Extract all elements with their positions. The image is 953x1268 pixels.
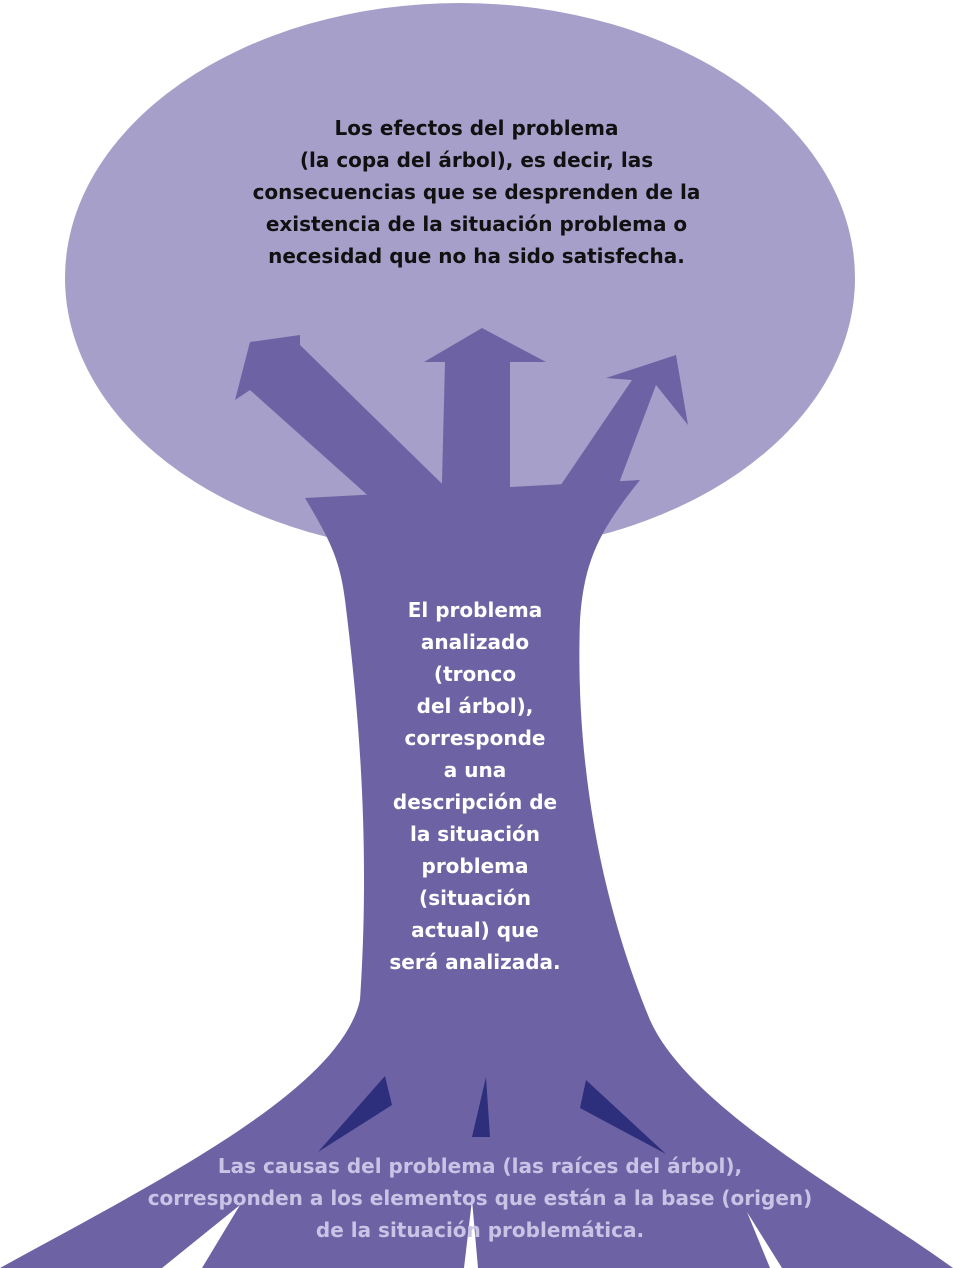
trunk-line: (tronco [433, 662, 517, 686]
root-gap-middle [464, 1200, 478, 1268]
trunk-line: del árbol), [416, 694, 534, 718]
trunk-line: la situación [409, 822, 541, 846]
trunk-line: será analizada. [389, 950, 561, 974]
trunk-line: corresponde [404, 726, 546, 750]
trunk-line: El problema [407, 598, 543, 622]
trunk-line: analizado [420, 630, 530, 654]
root-gap-right [747, 1212, 782, 1268]
roots-line: corresponden a los elementos que están a… [147, 1186, 813, 1210]
root-spike-right [580, 1080, 666, 1154]
crown-label: Los efectos del problema (la copa del ár… [190, 112, 763, 272]
roots-label: Las causas del problema (las raíces del … [95, 1150, 865, 1246]
trunk-line: a una [443, 758, 507, 782]
roots-line: de la situación problemática. [315, 1218, 645, 1242]
crown-line: necesidad que no ha sido satisfecha. [268, 244, 685, 268]
trunk-line: problema [421, 854, 529, 878]
tree-trunk [0, 480, 953, 1268]
roots-line: Las causas del problema (las raíces del … [217, 1154, 743, 1178]
tree-crown [65, 3, 855, 553]
crown-line: Los efectos del problema [334, 116, 619, 140]
root-spike-left [318, 1076, 392, 1152]
crown-line: consecuencias que se desprenden de la [252, 180, 701, 204]
trunk-line: descripción de [392, 790, 558, 814]
root-spike-middle [472, 1077, 490, 1137]
root-gap-left [162, 1205, 240, 1268]
crown-line: (la copa del árbol), es decir, las [299, 148, 654, 172]
arrow-middle [424, 328, 546, 560]
arrow-right [510, 355, 688, 560]
trunk-line: actual) que [411, 918, 539, 942]
trunk-line: (situación [419, 886, 531, 910]
trunk-label: El problema analizado (tronco del árbol)… [370, 594, 580, 978]
crown-line: existencia de la situación problema o [265, 212, 688, 236]
